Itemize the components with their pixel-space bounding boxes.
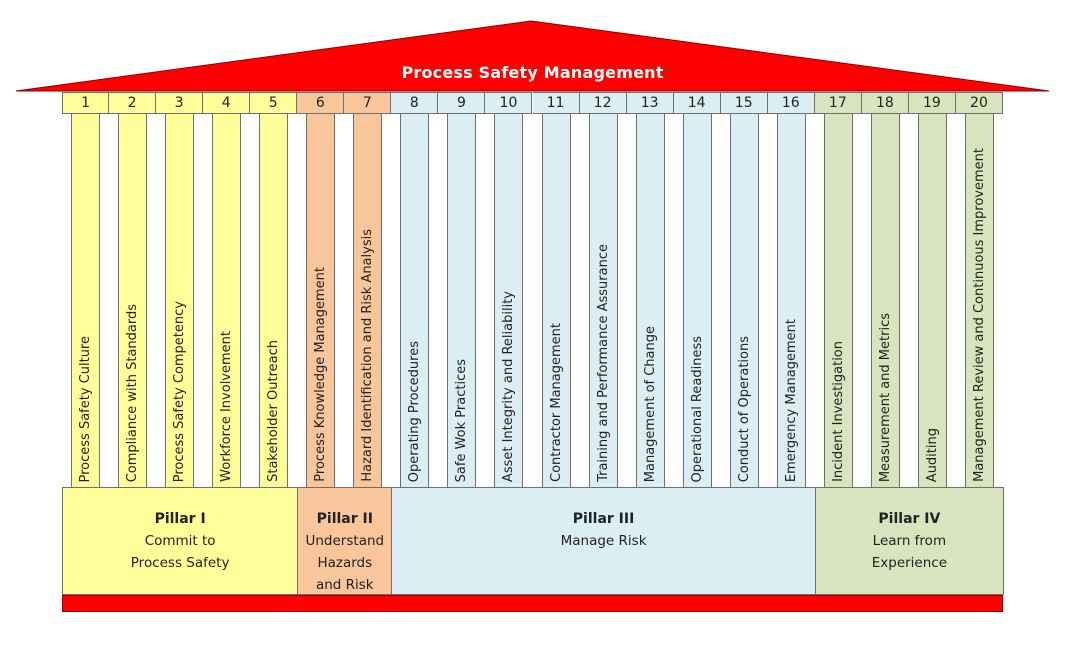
element-number-3: 3: [156, 92, 204, 114]
element-label: Contractor Management: [548, 323, 564, 482]
element-column-4: Workforce Involvement: [212, 114, 242, 487]
element-column-7: Hazard Identification and Risk Analysis: [353, 114, 383, 487]
element-label: Emergency Management: [783, 318, 799, 482]
element-column-8: Operating Procedures: [400, 114, 430, 487]
element-column-11: Contractor Management: [541, 114, 571, 487]
element-column-1: Process Safety Culture: [71, 114, 101, 487]
element-column-15: Conduct of Operations: [729, 114, 759, 487]
element-label: Workforce Involvement: [219, 331, 235, 482]
pillar-2: Pillar II Understand Hazards and Risk: [297, 487, 393, 595]
element-column-6: Process Knowledge Management: [306, 114, 336, 487]
element-number-13: 13: [626, 92, 674, 114]
element-label: Management Review and Continuous Improve…: [971, 148, 987, 482]
element-number-18: 18: [861, 92, 909, 114]
element-label: Management of Change: [642, 325, 658, 482]
element-column-20: Management Review and Continuous Improve…: [964, 114, 994, 487]
element-number-14: 14: [673, 92, 721, 114]
element-number-20: 20: [955, 92, 1003, 114]
pillar-4: Pillar IV Learn from Experience: [814, 487, 1004, 595]
element-number-8: 8: [391, 92, 439, 114]
element-column-19: Auditing: [917, 114, 947, 487]
element-number-11: 11: [532, 92, 580, 114]
element-label: Training and Performance Assurance: [595, 244, 611, 482]
element-label: Auditing: [924, 427, 940, 482]
element-label: Process Safety Culture: [78, 335, 94, 483]
element-number-7: 7: [344, 92, 392, 114]
pillar-title: Pillar II: [316, 511, 373, 527]
element-label: Measurement and Metrics: [877, 312, 893, 482]
element-column-3: Process Safety Competency: [165, 114, 195, 487]
element-number-4: 4: [203, 92, 251, 114]
element-column-18: Measurement and Metrics: [870, 114, 900, 487]
pillar-description: Understand Hazards and Risk: [305, 533, 385, 593]
element-column-5: Stakeholder Outreach: [259, 114, 289, 487]
element-label: Hazard Identification and Risk Analysis: [360, 229, 376, 482]
element-number-9: 9: [438, 92, 486, 114]
element-label: Stakeholder Outreach: [266, 340, 282, 482]
element-number-10: 10: [485, 92, 533, 114]
element-column-17: Incident Investigation: [823, 114, 853, 487]
element-label: Operating Procedures: [407, 340, 423, 482]
diagram-title: Process Safety Management: [401, 63, 664, 82]
element-column-9: Safe Wok Practices: [447, 114, 477, 487]
pillar-title: Pillar I: [154, 511, 206, 527]
element-label: Process Safety Competency: [172, 300, 188, 482]
element-label: Process Knowledge Management: [313, 267, 329, 482]
element-number-19: 19: [908, 92, 956, 114]
pillar-title: Pillar III: [572, 511, 635, 527]
pillar-1: Pillar I Commit to Process Safety: [62, 487, 299, 595]
element-number-15: 15: [720, 92, 768, 114]
element-column-14: Operational Readiness: [682, 114, 712, 487]
element-label: Incident Investigation: [830, 341, 846, 482]
element-number-12: 12: [579, 92, 627, 114]
element-label: Safe Wok Practices: [454, 358, 470, 482]
pillar-description: Manage Risk: [560, 533, 647, 549]
element-column-2: Compliance with Standards: [118, 114, 148, 487]
element-label: Conduct of Operations: [736, 335, 752, 482]
pillar-3: Pillar III Manage Risk: [391, 487, 816, 595]
element-label: Compliance with Standards: [125, 303, 141, 482]
pillar-description: Learn from Experience: [871, 533, 948, 571]
pillar-description: Commit to Process Safety: [130, 533, 230, 571]
foundation-base: [62, 595, 1003, 612]
element-label: Asset Integrity and Reliability: [501, 290, 517, 482]
element-label: Operational Readiness: [689, 335, 705, 482]
element-column-10: Asset Integrity and Reliability: [494, 114, 524, 487]
element-number-16: 16: [767, 92, 815, 114]
element-column-16: Emergency Management: [776, 114, 806, 487]
element-number-17: 17: [814, 92, 862, 114]
element-number-6: 6: [297, 92, 345, 114]
pillar-title: Pillar IV: [878, 511, 941, 527]
element-number-1: 1: [62, 92, 110, 114]
element-column-13: Management of Change: [635, 114, 665, 487]
element-number-2: 2: [109, 92, 157, 114]
element-number-5: 5: [250, 92, 298, 114]
element-column-12: Training and Performance Assurance: [588, 114, 618, 487]
roof: [15, 20, 1050, 92]
